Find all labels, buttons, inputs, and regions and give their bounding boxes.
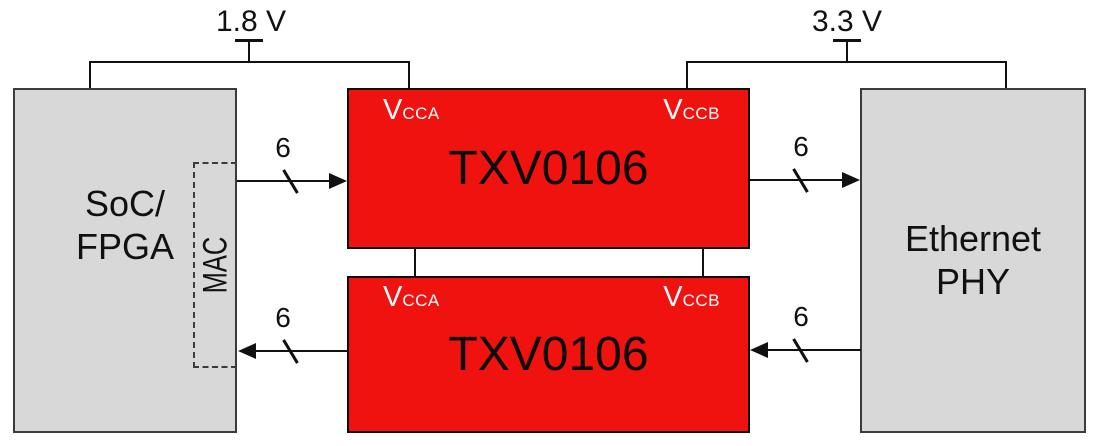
level-shifter-bottom-part-label: TXV0106 <box>448 328 649 381</box>
rail-1v8-tbar <box>235 39 263 42</box>
bus-phy-to-shifter-width: 6 <box>793 301 809 332</box>
bus-shifter-to-phy-width: 6 <box>793 131 809 162</box>
pin-vcca-bottom-sub: CCA <box>402 291 440 310</box>
pin-vcca-top-sub: CCA <box>402 104 440 123</box>
pin-vcca-bottom: VCCA <box>383 283 440 312</box>
bus-shifter-to-phy-arrowhead <box>842 172 860 188</box>
rail-3v3-label: 3.3 V <box>811 5 883 38</box>
soc-fpga-label: SoC/ FPGA <box>76 183 174 268</box>
rail-1v8-drop-soc <box>89 61 91 89</box>
ethernet-phy-block: Ethernet PHY <box>860 88 1086 433</box>
level-shifter-bottom-block: VCCA VCCB TXV0106 <box>347 276 750 433</box>
shifter-connector-right <box>702 248 704 277</box>
rail-3v3-tbar <box>833 39 861 42</box>
pin-vcca-top-main: V <box>383 94 403 126</box>
rail-3v3-drop-phy <box>1005 61 1007 89</box>
rail-3v3-line <box>686 61 1007 63</box>
soc-fpga-label-line2: FPGA <box>75 225 174 267</box>
pin-vccb-top-main: V <box>663 94 683 126</box>
bus-shifter-to-phy-line <box>750 179 844 181</box>
bus-phy-to-shifter-arrowhead <box>750 342 768 358</box>
mac-sub-block: MAC <box>193 162 237 368</box>
level-shifter-top-part-label: TXV0106 <box>448 142 649 195</box>
rail-1v8-line <box>89 61 410 63</box>
bus-soc-to-shifter-width: 6 <box>275 132 291 163</box>
pin-vccb-top-sub: CCB <box>682 104 720 123</box>
pin-vccb-bottom-sub: CCB <box>682 291 720 310</box>
ethernet-phy-label-line2: PHY <box>935 260 1011 302</box>
ethernet-phy-label: Ethernet PHY <box>905 218 1041 303</box>
pin-vcca-bottom-main: V <box>383 281 403 313</box>
shifter-connector-left <box>414 248 416 277</box>
pin-vccb-top: VCCB <box>663 96 720 125</box>
bus-soc-to-shifter-arrowhead <box>329 173 347 189</box>
rail-3v3-stub <box>846 41 848 62</box>
pin-vcca-top: VCCA <box>383 96 440 125</box>
rail-1v8-label: 1.8 V <box>215 5 287 38</box>
pin-vccb-bottom-main: V <box>663 281 683 313</box>
soc-fpga-block: SoC/ FPGA <box>13 88 237 433</box>
rail-3v3-drop-vccb <box>686 61 688 89</box>
bus-shifter-to-soc-line <box>255 350 347 352</box>
bus-phy-to-shifter-line <box>768 349 861 351</box>
rail-1v8-stub <box>248 41 250 62</box>
bus-shifter-to-soc-width: 6 <box>275 302 291 333</box>
bus-shifter-to-soc-arrowhead <box>238 343 256 359</box>
level-shifter-top-block: VCCA VCCB TXV0106 <box>347 88 750 249</box>
rail-1v8-drop-vcca <box>408 61 410 89</box>
mac-label: MAC <box>196 236 235 294</box>
soc-fpga-label-line1: SoC/ <box>84 183 166 225</box>
ethernet-phy-label-line1: Ethernet <box>904 218 1042 260</box>
pin-vccb-bottom: VCCB <box>663 283 720 312</box>
bus-soc-to-shifter-line <box>237 180 331 182</box>
